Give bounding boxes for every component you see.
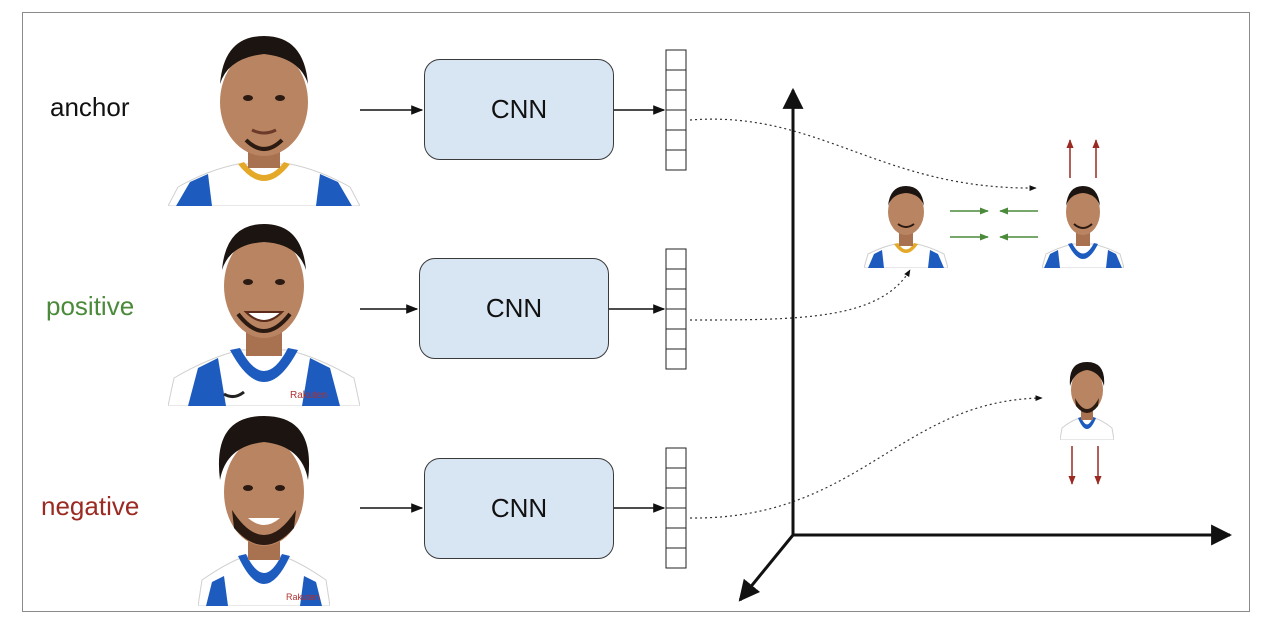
embedding-vector-negative — [665, 447, 687, 569]
mapping-curve-negative — [689, 395, 1043, 519]
anchor-player-photo — [168, 22, 360, 206]
negative-player-photo: Rakuten — [198, 412, 330, 606]
svg-text:Rakuten: Rakuten — [290, 390, 327, 401]
cnn-box-negative: CNN — [424, 458, 614, 559]
positive-label: positive — [46, 291, 135, 321]
anchor-embedding-photo — [1042, 182, 1124, 268]
axis-depth — [738, 534, 795, 602]
positive-embedding-photo — [864, 182, 948, 268]
mapping-curve-anchor — [689, 118, 1037, 191]
svg-text:Rakuten: Rakuten — [286, 592, 320, 602]
embedding-vector-positive — [665, 248, 687, 370]
cnn-box-anchor: CNN — [424, 59, 614, 160]
mapping-curve-positive — [689, 269, 911, 321]
positive-player-photo: Rakuten — [168, 218, 360, 406]
cnn-box-positive: CNN — [419, 258, 609, 359]
embedding-vector-anchor — [665, 49, 687, 171]
cnn-label-positive: CNN — [485, 293, 543, 323]
cnn-label-anchor: CNN — [490, 94, 548, 124]
negative-embedding-photo — [1060, 358, 1114, 440]
cnn-label-negative: CNN — [490, 493, 548, 523]
anchor-label: anchor — [50, 92, 130, 122]
negative-label: negative — [41, 491, 140, 521]
